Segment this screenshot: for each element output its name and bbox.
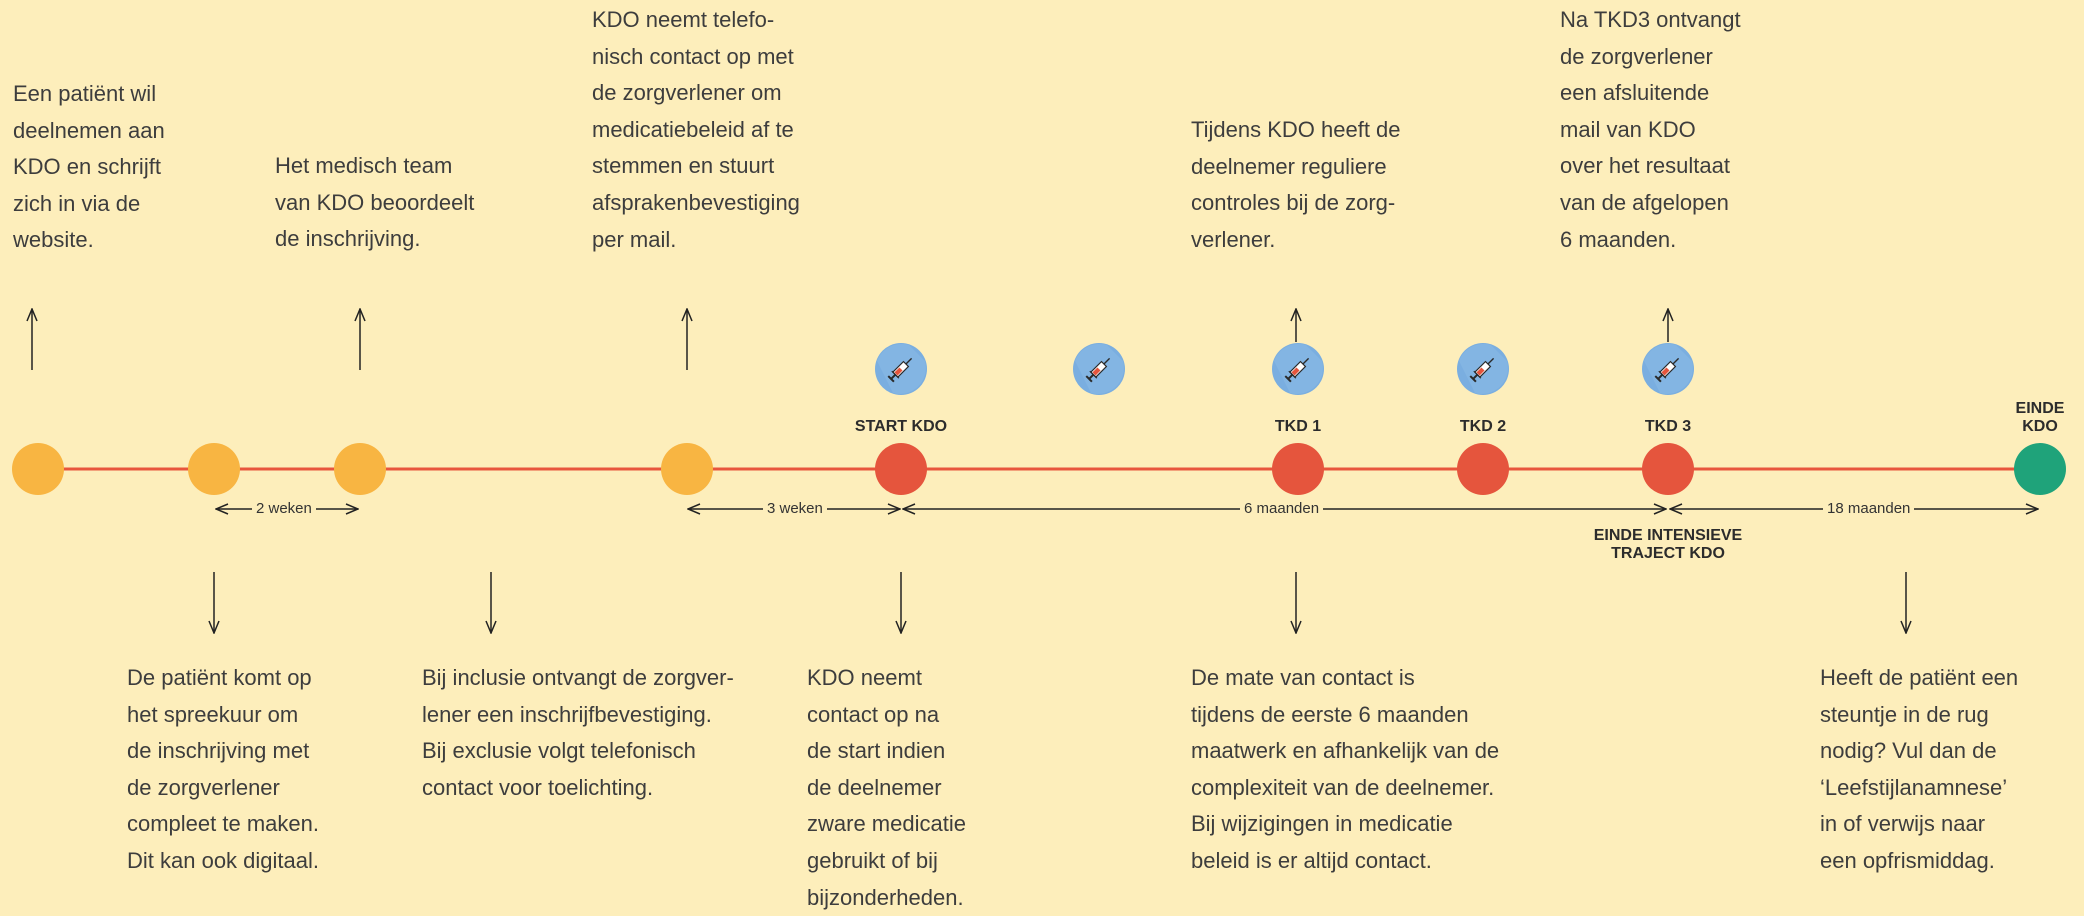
step-circle-phone-contact: [661, 443, 713, 495]
syringe-icon: [1072, 342, 1126, 396]
syringe-icon: [874, 342, 928, 396]
step-circle-consultation: [188, 443, 240, 495]
syringe-icon: [1641, 342, 1695, 396]
label-tkd1: TKD 1: [1274, 418, 1322, 435]
step-circle-registration: [12, 443, 64, 495]
step-text-closing-mail: Na TKD3 ontvangt de zorgverlener een afs…: [1560, 7, 1741, 252]
syringe-icon: [1271, 342, 1325, 396]
label-start-kdo: START KDO: [854, 418, 948, 435]
label-tkd3: TKD 3: [1644, 418, 1692, 435]
milestone-end-kdo: [2014, 443, 2066, 495]
duration-label-2-weeks: 2 weken: [252, 500, 316, 518]
step-text-inclusion: Bij inclusie ontvangt de zorgver- lener …: [422, 665, 734, 800]
step-text-support: Heeft de patiënt een steuntje in de rug …: [1820, 665, 2019, 873]
step-text-assessment: Het medisch team van KDO beoordeelt de i…: [275, 153, 475, 252]
milestone-start-kdo: [875, 443, 927, 495]
milestone-tkd1: [1272, 443, 1324, 495]
step-text-consultation: De patiënt komt op het spreekuur om de i…: [127, 665, 319, 873]
step-circle-assessment: [334, 443, 386, 495]
step-text-contact-level: De mate van contact is tijdens de eerste…: [1191, 665, 1500, 873]
step-text-regular-checks: Tijdens KDO heeft de deelnemer reguliere…: [1191, 117, 1401, 252]
step-text-post-start-contact: KDO neemt contact op na de start indien …: [807, 665, 966, 910]
milestone-tkd2: [1457, 443, 1509, 495]
duration-label-6-months: 6 maanden: [1240, 500, 1324, 518]
step-text-registration: Een patiënt wil deelnemen aan KDO en sch…: [13, 81, 165, 253]
label-end-kdo: EINDE KDO: [2015, 400, 2065, 435]
step-text-phone-contact: KDO neemt telefo- nisch contact op met d…: [592, 7, 800, 252]
milestone-tkd3: [1642, 443, 1694, 495]
label-tkd2: TKD 2: [1459, 418, 1507, 435]
duration-label-3-weeks: 3 weken: [763, 500, 827, 518]
label-end-intensive: EINDE INTENSIEVE TRAJECT KDO: [1593, 527, 1743, 562]
duration-label-18-months: 18 maanden: [1823, 500, 1915, 518]
syringe-icon: [1456, 342, 1510, 396]
